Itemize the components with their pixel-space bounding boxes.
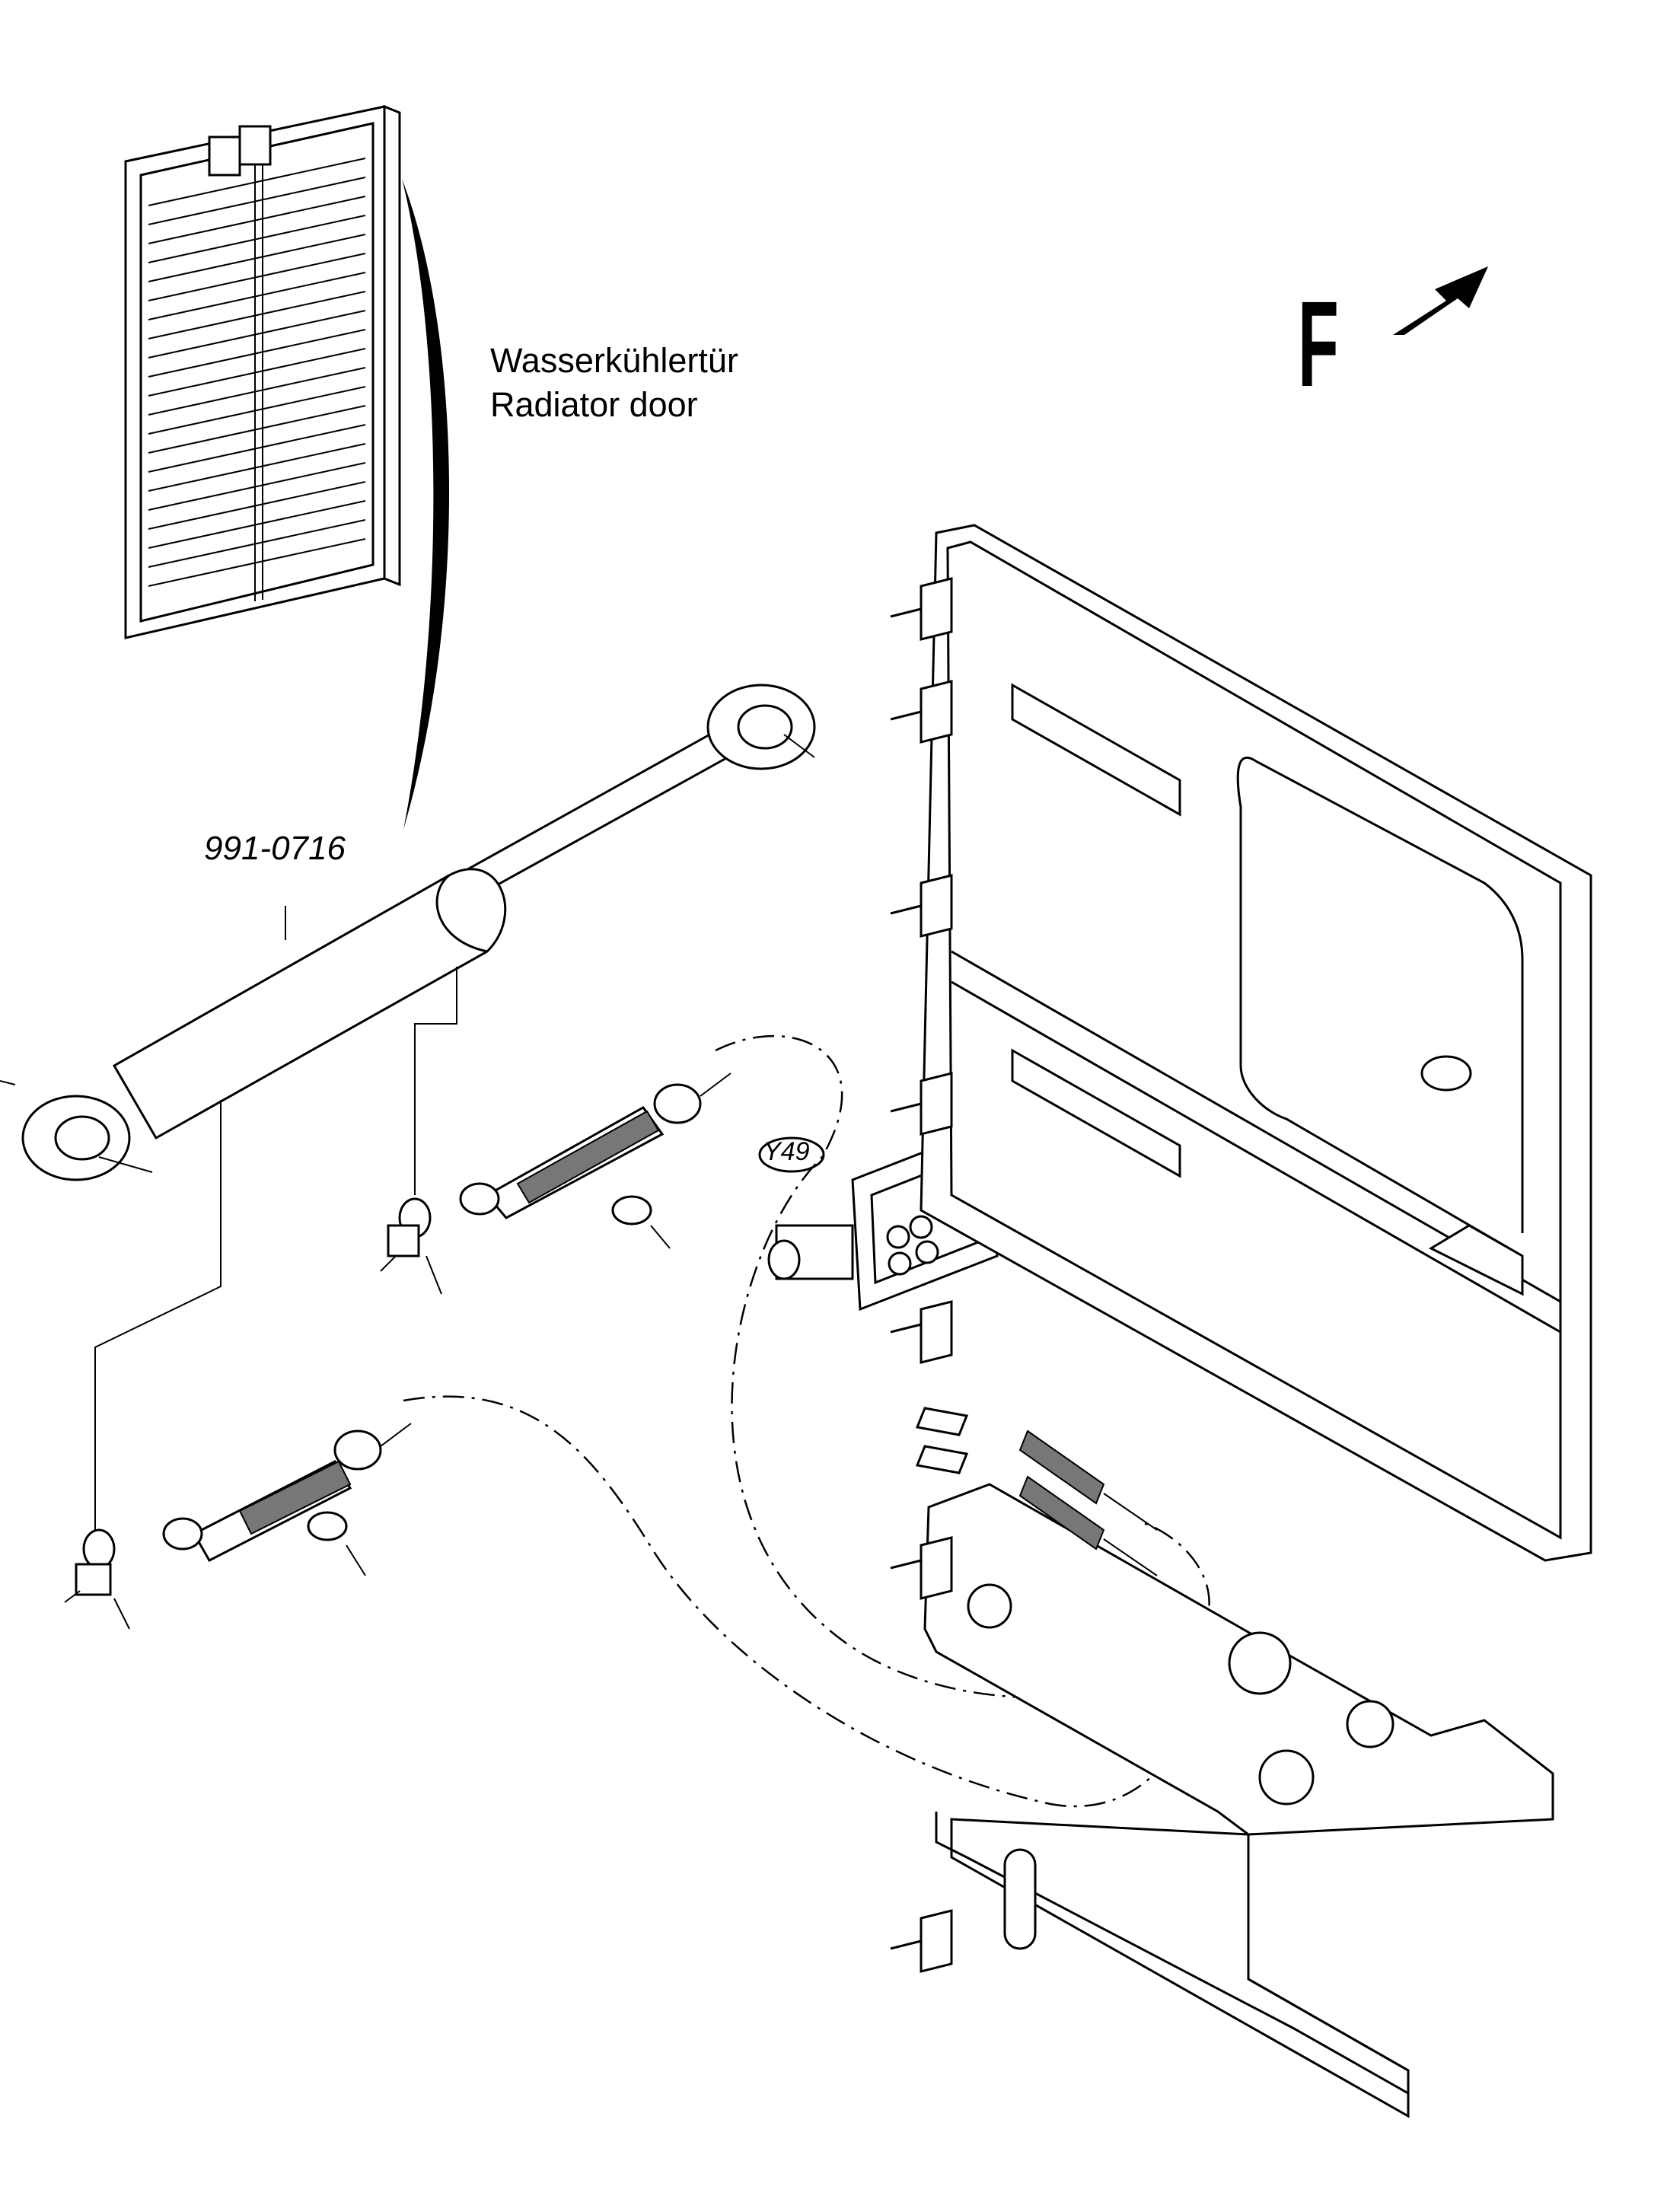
radiator-door-grille — [124, 104, 401, 639]
panel-studs — [890, 577, 953, 1973]
connector-label: Y49 — [763, 1137, 810, 1166]
part-number-label: 991-0716 — [204, 830, 346, 867]
panel-fittings — [915, 1407, 1158, 1576]
grille-leader-line — [402, 179, 450, 830]
lower-hose-assembly — [64, 1100, 412, 1630]
upper-hose-assembly — [380, 967, 732, 1295]
radiator-door-title-english: Radiator door — [490, 385, 698, 424]
direction-label: F — [1298, 276, 1339, 412]
forward-arrow-icon — [1393, 266, 1488, 335]
radiator-door-title-german: Wasserkühlertür — [490, 341, 738, 380]
mounting-panel — [920, 524, 1592, 2118]
gas-spring-cylinder — [0, 684, 816, 1181]
